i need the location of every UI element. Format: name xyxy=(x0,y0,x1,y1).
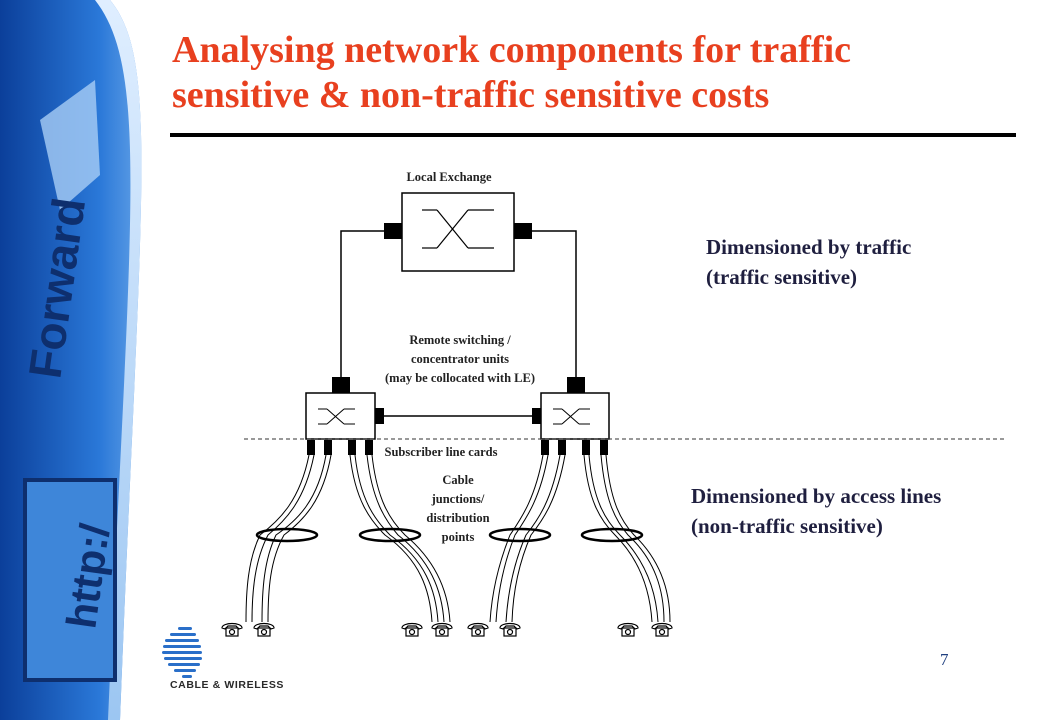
distribution-point-3 xyxy=(488,527,552,543)
traffic-note-line-1: Dimensioned by traffic xyxy=(706,235,912,259)
remote-units-label-3: (may be collocated with LE) xyxy=(385,371,535,385)
remote-units-label-2: concentrator units xyxy=(411,352,509,366)
browser-sidebar-graphic: Forward http:/ xyxy=(0,0,165,720)
telephones xyxy=(221,622,673,637)
local-exchange-switch xyxy=(384,192,532,272)
telephone-icon xyxy=(401,622,423,637)
line-cards xyxy=(307,440,608,455)
cable-label-1: Cable xyxy=(442,473,474,487)
telephone-icon xyxy=(467,622,489,637)
distribution-point-1 xyxy=(255,527,319,543)
distribution-point-2 xyxy=(358,527,422,543)
line-cards-label: Subscriber line cards xyxy=(385,445,498,459)
local-exchange-label: Local Exchange xyxy=(406,170,492,184)
telephone-icon xyxy=(617,622,639,637)
distribution-points xyxy=(255,527,644,543)
telephone-icon xyxy=(221,622,243,637)
title-line-2: sensitive & non-traffic sensitive costs xyxy=(172,74,770,116)
traffic-note-line-2: (traffic sensitive) xyxy=(706,265,858,289)
traffic-sensitive-note: Dimensioned by traffic (traffic sensitiv… xyxy=(706,232,911,292)
remote-unit-right xyxy=(532,377,610,440)
distribution-point-4 xyxy=(580,527,644,543)
cable-label-2: junctions/ xyxy=(431,492,485,506)
access-note-line-2: (non-traffic sensitive) xyxy=(691,514,883,538)
cable-wireless-logo-icon xyxy=(162,627,202,678)
title-rule xyxy=(170,133,1016,137)
subscriber-cables xyxy=(245,454,671,623)
cable-label-3: distribution xyxy=(426,511,489,525)
access-note-line-1: Dimensioned by access lines xyxy=(691,484,942,508)
brand-text: CABLE & WIRELESS xyxy=(170,679,285,691)
remote-units-label-1: Remote switching / xyxy=(409,333,511,347)
telephone-icon xyxy=(651,622,673,637)
slide-title: Analysing network components for traffic… xyxy=(172,28,1032,118)
cable-label-4: points xyxy=(442,530,475,544)
remote-unit-left xyxy=(305,377,384,440)
title-line-1: Analysing network components for traffic xyxy=(172,29,852,71)
trunk-links xyxy=(340,230,577,377)
access-lines-note: Dimensioned by access lines (non-traffic… xyxy=(691,481,941,541)
telephone-icon xyxy=(431,622,453,637)
telephone-icon xyxy=(253,622,275,637)
telephone-icon xyxy=(499,622,521,637)
arrow-icon xyxy=(40,80,100,210)
page-number: 7 xyxy=(940,650,949,669)
